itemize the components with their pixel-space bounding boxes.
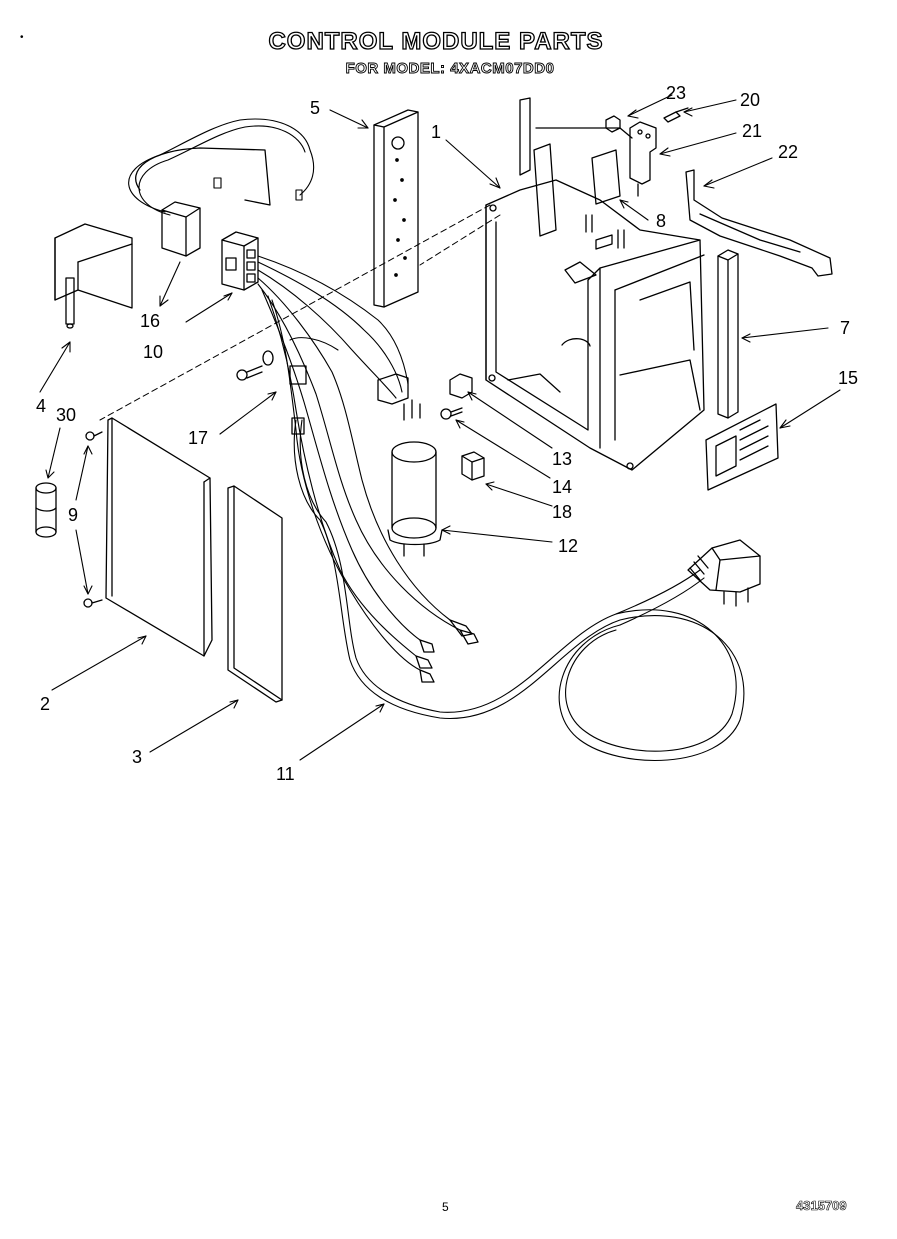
callout-1: 1 [431,122,441,142]
part-9-screws [83,431,103,608]
callout-21: 21 [742,121,762,141]
alignment-lines [99,204,501,421]
part-5-mounting-plate [373,109,419,308]
model-subtitle: FOR MODEL: 4XACM07DD0 [345,60,555,78]
part-14-screw [440,407,463,420]
part-3-insulation-panel [227,485,283,703]
leader-lines [39,94,841,761]
part-10-terminal-block [221,231,259,291]
part-8-foam-pad [591,149,621,205]
part-16-relay [135,147,271,257]
callout-7: 7 [840,318,850,338]
callout-12: 12 [558,536,578,556]
callout-5: 5 [310,98,320,118]
part-17-screw [236,350,274,381]
callout-14: 14 [552,477,572,497]
callout-11: 11 [276,764,295,784]
top-wire-harness [128,118,315,216]
callout-13: 13 [552,449,572,469]
part-22-rail [685,169,833,277]
page-number: 5 [442,1200,449,1214]
callout-16: 16 [140,311,160,331]
power-cord-plug [687,539,761,607]
callout-labels: 1 2 3 4 5 7 8 9 10 11 12 13 14 15 16 17 … [36,83,858,784]
callout-17: 17 [188,428,208,448]
part-7-foam-strip [717,249,739,419]
part-20-screw [663,107,689,123]
callout-10: 10 [143,342,163,362]
callout-23: 23 [666,83,686,103]
part-21-bracket [629,121,657,197]
part-11-wire-harness [257,255,745,761]
callout-9: 9 [68,505,78,525]
part-23-clip [605,115,621,133]
part-4-bracket [54,223,133,329]
part-2-cover-panel [105,417,213,657]
part-13-bracket [449,373,473,399]
part-15-label [705,403,779,491]
part-12-capacitor [387,399,443,557]
callout-22: 22 [778,142,798,162]
part-30-knob [35,482,57,538]
callout-4: 4 [36,396,46,416]
part-18-clip [461,451,485,481]
part-1-control-housing [485,97,705,471]
part-number: 4315709 [796,1198,847,1214]
wire-terminals [289,365,479,683]
callout-15: 15 [838,368,858,388]
callout-8: 8 [656,211,666,231]
callout-20: 20 [740,90,760,110]
callout-3: 3 [132,747,142,767]
diagram-title: CONTROL MODULE PARTS [268,27,604,55]
callout-30: 30 [56,405,76,425]
callout-2: 2 [40,694,50,714]
corner-mark: • [20,32,24,43]
callout-18: 18 [552,502,572,522]
